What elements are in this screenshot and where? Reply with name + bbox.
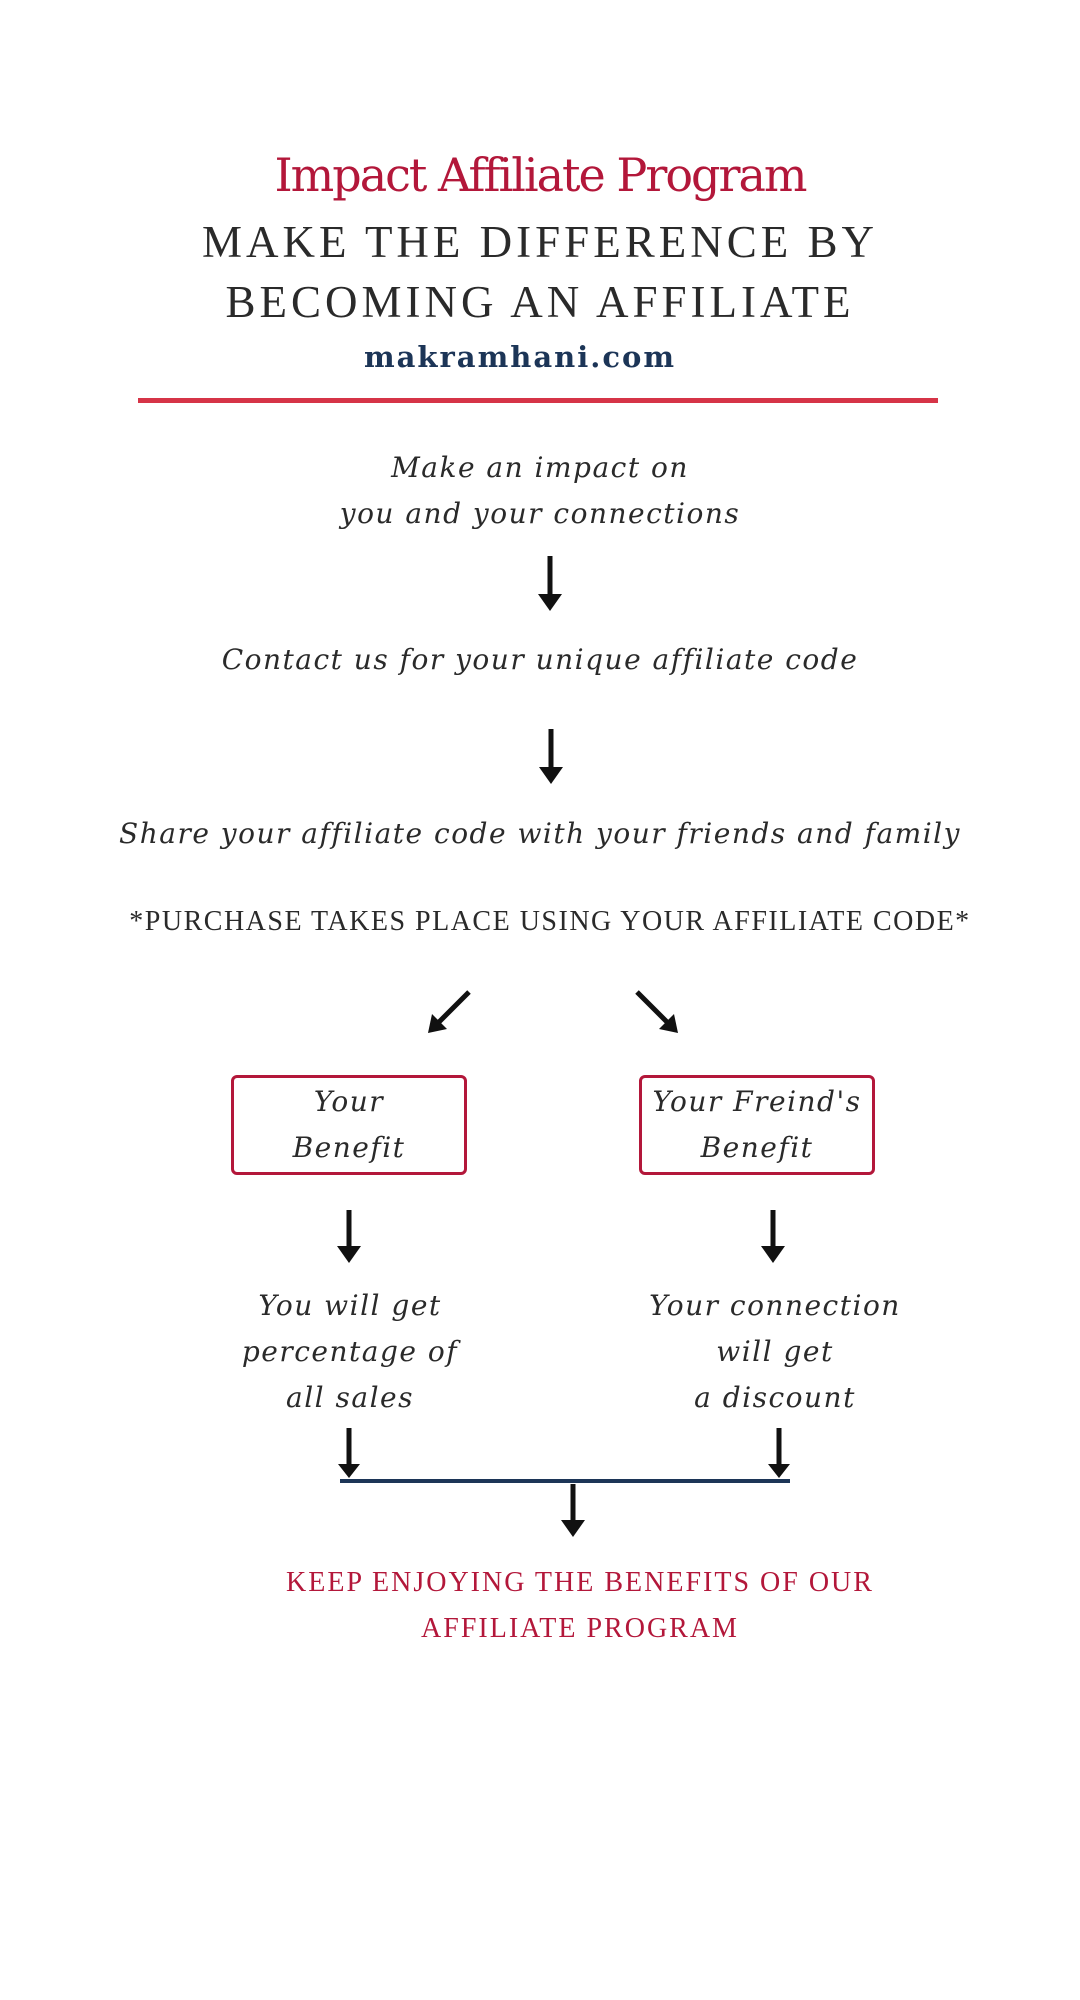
final-cta-line-1: KEEP ENJOYING THE BENEFITS OF OUR <box>286 1567 874 1598</box>
your-outcome-line-3: all sales <box>286 1381 414 1414</box>
your-benefit-label: Your Benefit <box>234 1079 464 1171</box>
arrow-down-icon <box>338 1428 360 1478</box>
final-cta: KEEP ENJOYING THE BENEFITS OF OUR AFFILI… <box>0 1560 1080 1652</box>
your-outcome-text: You will get percentage of all sales <box>200 1283 500 1421</box>
arrow-down-left-icon <box>428 990 471 1033</box>
arrow-down-icon <box>761 1210 785 1263</box>
friend-outcome-line-1: Your connection <box>649 1289 901 1322</box>
arrow-down-icon <box>561 1484 585 1537</box>
friend-outcome-line-3: a discount <box>694 1381 856 1414</box>
friend-benefit-box: Your Freind's Benefit <box>639 1075 875 1175</box>
friend-benefit-line-1: Your Freind's <box>652 1085 862 1118</box>
your-outcome-line-1: You will get <box>258 1289 442 1322</box>
headline: MAKE THE DIFFERENCE BY BECOMING AN AFFIL… <box>0 212 1080 332</box>
your-outcome-line-2: percentage of <box>241 1335 459 1368</box>
purchase-note: *PURCHASE TAKES PLACE USING YOUR AFFILIA… <box>129 906 971 937</box>
friend-outcome-line-2: will get <box>716 1335 834 1368</box>
friend-benefit-line-2: Benefit <box>700 1131 814 1164</box>
header-divider <box>138 398 938 403</box>
your-benefit-line-1: Your <box>313 1085 385 1118</box>
arrow-down-icon <box>337 1210 361 1263</box>
program-title: Impact Affiliate Program <box>274 148 808 202</box>
headline-line-2: BECOMING AN AFFILIATE <box>225 277 855 327</box>
friend-outcome-text: Your connection will get a discount <box>620 1283 930 1421</box>
step-make-impact-line-2: you and your connections <box>339 497 741 530</box>
final-cta-line-2: AFFILIATE PROGRAM <box>421 1613 739 1644</box>
your-benefit-box: Your Benefit <box>231 1075 467 1175</box>
step-make-impact-line-1: Make an impact on <box>391 451 689 484</box>
arrow-down-icon <box>538 556 562 611</box>
arrow-down-icon <box>768 1428 790 1478</box>
step-share-code: Share your affiliate code with your frie… <box>119 817 961 850</box>
arrow-down-icon <box>539 729 563 784</box>
arrow-down-right-icon <box>635 990 678 1033</box>
your-benefit-line-2: Benefit <box>292 1131 406 1164</box>
site-url: makramhani.com <box>363 340 677 374</box>
friend-benefit-label: Your Freind's Benefit <box>642 1079 872 1171</box>
step-make-impact: Make an impact on you and your connectio… <box>0 445 1080 537</box>
headline-line-1: MAKE THE DIFFERENCE BY <box>202 217 878 267</box>
step-contact-us: Contact us for your unique affiliate cod… <box>221 643 859 676</box>
